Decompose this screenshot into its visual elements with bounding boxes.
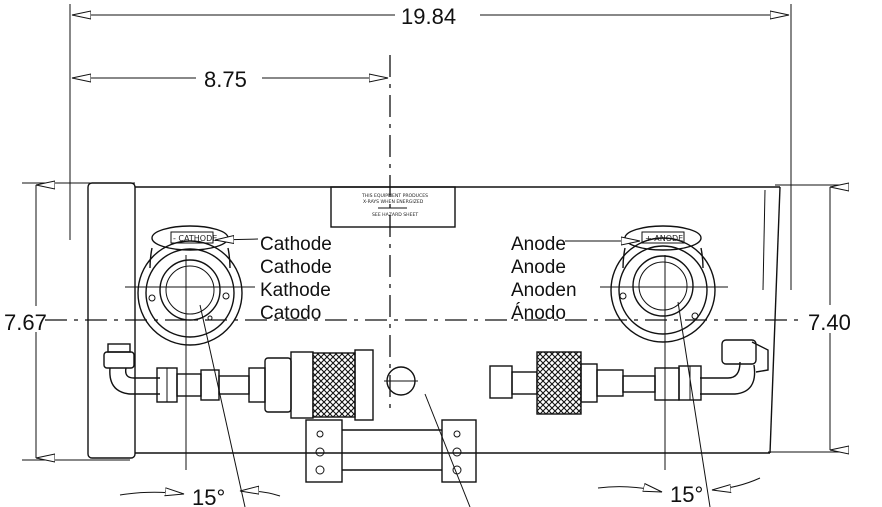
right-angle-value: 15° — [670, 482, 703, 507]
cathode-label-en: Cathode — [260, 234, 332, 255]
valve-leader-line — [424, 393, 471, 507]
cathode-label-de: Kathode — [260, 280, 331, 301]
housing — [87, 182, 781, 459]
cathode-label-it: Catodo — [260, 303, 321, 324]
anode-label-fr: Anode — [511, 257, 566, 278]
anode-label-es: Ánodo — [511, 303, 566, 324]
cathode-label-group: Cathode Cathode Kathode Catodo — [215, 234, 332, 324]
cathode-badge: - CATHODE — [173, 234, 217, 243]
right-angle-marker: 15° — [597, 301, 761, 507]
right-height-dimension: 7.40 — [768, 185, 851, 452]
left-angle-value: 15° — [192, 485, 225, 507]
hazard-plate: THIS EQUIPMENT PRODUCES X-RAYS WHEN ENER… — [330, 186, 456, 228]
cathode-port: - CATHODE — [137, 225, 243, 346]
right-height-value: 7.40 — [808, 310, 851, 335]
right-hose-fittings — [489, 339, 769, 415]
hazard-plate-line2: X-RAYS WHEN ENERGIZED — [363, 199, 424, 205]
left-height-value: 7.67 — [4, 310, 47, 335]
cathode-label-fr: Cathode — [260, 257, 332, 278]
overall-width-value: 19.84 — [401, 4, 456, 29]
anode-port: + ANODE — [610, 225, 716, 343]
left-angle-marker: 15° — [119, 304, 281, 507]
mounting-bracket — [305, 419, 477, 483]
left-hose-fittings — [103, 343, 374, 421]
hazard-plate-line3: SEE HAZARD SHEET — [372, 212, 418, 218]
anode-label-group: Anode Anode Anoden Ánodo — [511, 234, 640, 324]
center-offset-dimension: 8.75 — [72, 67, 388, 92]
hazard-plate-line1: THIS EQUIPMENT PRODUCES — [361, 193, 428, 199]
left-height-dimension: 7.67 — [4, 183, 135, 460]
overall-width-dimension: 19.84 — [69, 4, 792, 290]
anode-label-de: Anoden — [511, 280, 577, 301]
center-offset-value: 8.75 — [204, 67, 247, 92]
anode-label-en: Anode — [511, 234, 566, 255]
port-centerlines — [125, 255, 728, 470]
center-valve — [384, 366, 418, 396]
